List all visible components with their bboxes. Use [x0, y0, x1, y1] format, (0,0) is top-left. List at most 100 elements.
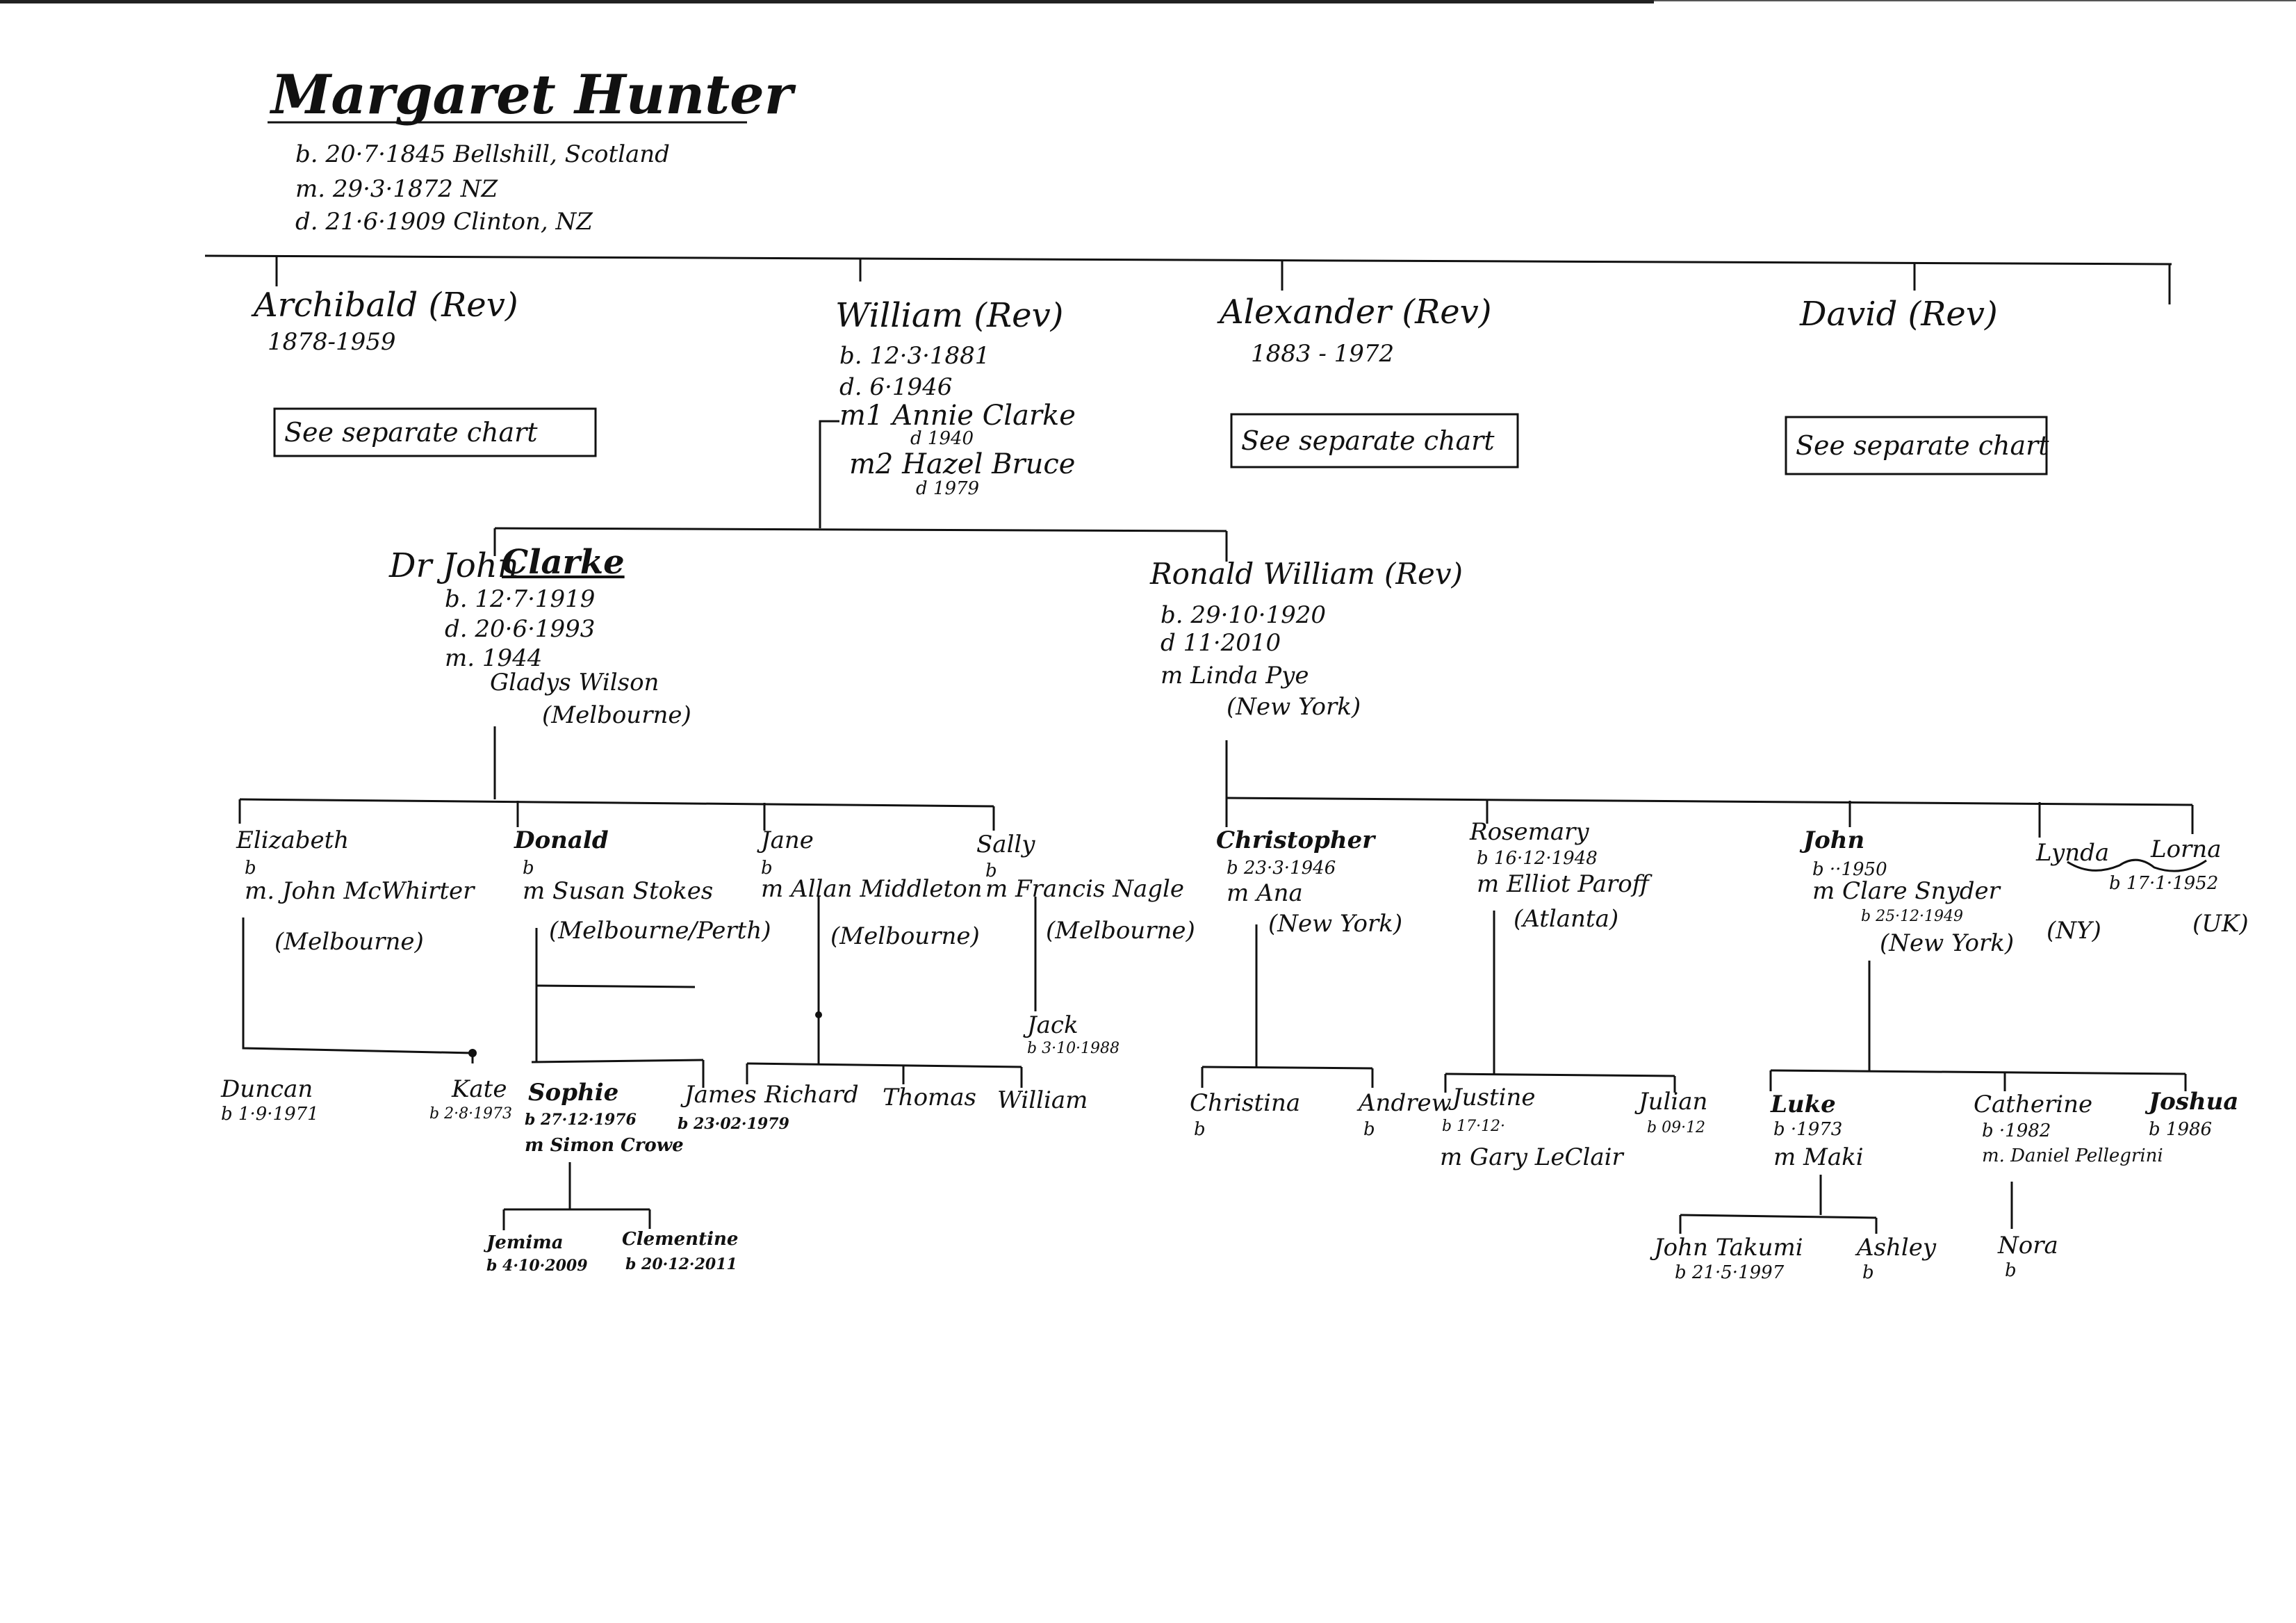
john-clarke-prefix: Dr John [389, 546, 519, 585]
rosemary-born: b 16·12·1948 [1477, 848, 1598, 869]
jane-name: Jane [761, 826, 814, 854]
andrew-born: b [1363, 1119, 1375, 1140]
root-name: Margaret Hunter [271, 63, 793, 127]
donald-name: Donald [514, 826, 609, 854]
christina-name: Christina [1190, 1089, 1301, 1117]
john-r-spouse: m Clare Snyder [1812, 877, 2000, 905]
kate-name: Kate [452, 1075, 507, 1103]
sally-place: (Melbourne) [1046, 917, 1195, 945]
john-children-bar [239, 798, 994, 808]
justine-spouse: m Gary LeClair [1440, 1143, 1623, 1171]
rosemary-spouse: m Elliot Paroff [1477, 870, 1649, 898]
ronald-married: m Linda Pye [1161, 662, 1309, 690]
ronald-children-bar [1226, 797, 2193, 806]
john-clarke-married: m. 1944 [445, 644, 543, 672]
christopher-born: b 23·3·1946 [1227, 858, 1336, 879]
root-born: b. 20·7·1845 Bellshill, Scotland [295, 140, 670, 168]
jane-born: b [761, 858, 773, 879]
catherine-name: Catherine [1974, 1091, 2093, 1118]
jane-place: (Melbourne) [830, 922, 980, 950]
christopher-spouse: m Ana [1227, 879, 1303, 907]
lynda-place: (NY) [2047, 917, 2101, 945]
alexander-separate-chart: See separate chart [1241, 425, 1495, 456]
william-born: b. 12·3·1881 [839, 342, 990, 370]
jemima-born: b 4·10·2009 [486, 1257, 588, 1275]
john-r-born: b ··1950 [1812, 859, 1887, 880]
william-m1-died: d 1940 [910, 428, 974, 449]
william-died: d. 6·1946 [839, 373, 953, 401]
nora-born: b [2005, 1260, 2017, 1281]
sally-name: Sally [976, 831, 1035, 858]
john-takumi-born: b 21·5·1997 [1675, 1262, 1785, 1283]
andrew-name: Andrew [1359, 1089, 1452, 1117]
justine-born: b 17·12· [1442, 1118, 1506, 1135]
elizabeth-place: (Melbourne) [274, 928, 424, 956]
christopher-children-bar [1202, 1066, 1373, 1070]
christopher-place: (New York) [1268, 910, 1403, 938]
william-m2: m2 Hazel Bruce [849, 448, 1076, 480]
lorna-place: (UK) [2192, 910, 2249, 938]
jack-name: Jack [1027, 1011, 1079, 1039]
archibald-box [273, 407, 597, 457]
joshua-born: b 1986 [2149, 1119, 2213, 1140]
rosemary-name: Rosemary [1470, 818, 1589, 846]
alexander-dates: 1883 - 1972 [1251, 340, 1395, 368]
john-clarke-born: b. 12·7·1919 [445, 585, 596, 613]
rosemary-children-bar [1445, 1073, 1675, 1077]
john-clarke-died: d. 20·6·1993 [445, 615, 596, 643]
donald-spouse: m Susan Stokes [523, 877, 714, 905]
christopher-name: Christopher [1216, 826, 1375, 854]
elizabeth-spouse: m. John McWhirter [245, 877, 475, 905]
lorna-name: Lorna [2151, 835, 2222, 863]
david-separate-chart: See separate chart [1796, 430, 2049, 461]
james-born: b 23·02·1979 [678, 1115, 789, 1133]
gen1-bar [204, 254, 2172, 266]
elizabeth-name: Elizabeth [236, 826, 350, 854]
scan-top-edge [1654, 0, 2296, 1]
julian-name: Julian [1639, 1088, 1708, 1116]
kate-born: b 2·8·1973 [429, 1105, 513, 1123]
donald-tick [536, 984, 696, 988]
scan-top-edge [0, 0, 1654, 3]
william-m2-died: d 1979 [916, 478, 980, 499]
duncan-born: b 1·9·1971 [221, 1104, 319, 1125]
alexander-box [1230, 413, 1519, 468]
william-m1: m1 Annie Clarke [839, 400, 1076, 432]
john-r-children-bar [1770, 1069, 2186, 1075]
archibald-separate-chart: See separate chart [284, 417, 538, 448]
lynda-name: Lynda [2036, 839, 2110, 867]
james-name: James [684, 1081, 757, 1109]
donald-children-bar [531, 1059, 704, 1063]
sally-born: b [985, 861, 997, 881]
ronald-name: Ronald William (Rev) [1150, 557, 1463, 591]
elizabeth-line [242, 917, 474, 1063]
julian-born: b 09·12 [1647, 1119, 1706, 1136]
john-r-name: John [1803, 826, 1865, 854]
david-box [1785, 416, 2048, 475]
catherine-born: b ·1982 [1982, 1120, 2051, 1141]
root-married: m. 29·3·1872 NZ [295, 175, 498, 203]
william-bracket [819, 420, 839, 528]
elizabeth-born: b [245, 858, 256, 879]
jane-children-bar [746, 1062, 1022, 1068]
jemima-name: Jemima [486, 1232, 564, 1253]
twins-born: b 17·1·1952 [2109, 873, 2219, 894]
justine-name: Justine [1452, 1084, 1536, 1111]
ronald-died: d 11·2010 [1161, 629, 1281, 657]
ashley-name: Ashley [1857, 1234, 1937, 1262]
node-dot [815, 1011, 822, 1018]
node-dot [468, 1049, 477, 1057]
luke-children-bar [1680, 1214, 1877, 1219]
catherine-spouse: m. Daniel Pellegrini [1982, 1145, 2163, 1166]
alexander-name: Alexander (Rev) [1220, 293, 1492, 332]
duncan-name: Duncan [221, 1075, 313, 1103]
luke-spouse: m Maki [1773, 1143, 1864, 1171]
john-clarke-spouse-place: (Melbourne) [542, 701, 691, 729]
ronald-born: b. 29·10·1920 [1161, 601, 1327, 629]
jack-born: b 3·10·1988 [1027, 1040, 1120, 1057]
john-clarke-surname: Clarke [502, 543, 625, 582]
donald-born: b [523, 858, 534, 879]
donald-place: (Melbourne/Perth) [549, 917, 771, 945]
gen2-bar [494, 527, 1227, 532]
sophie-spouse: m Simon Crowe [525, 1135, 684, 1156]
